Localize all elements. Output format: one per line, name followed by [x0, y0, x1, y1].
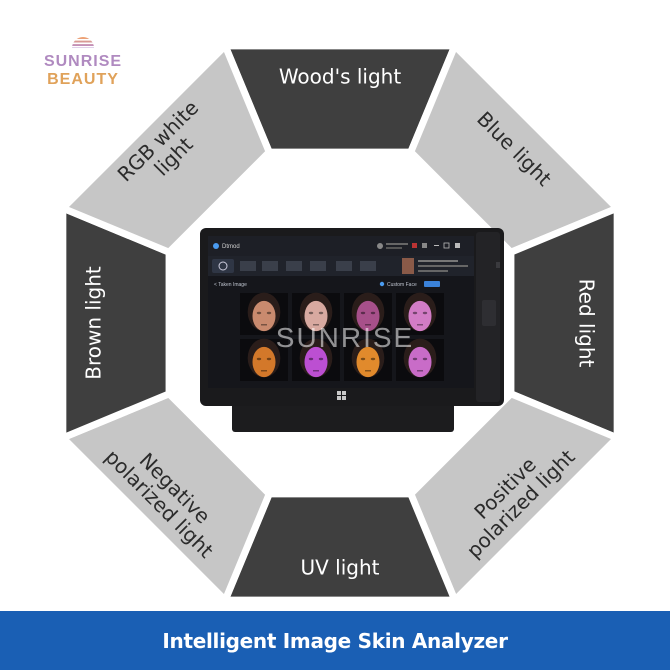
ring-label-0: Wood's light [279, 64, 402, 88]
footer-banner: Intelligent Image Skin Analyzer [0, 611, 670, 670]
face-thumbnail[interactable] [396, 338, 444, 381]
face-thumbnail[interactable] [344, 292, 392, 335]
face-thumbnail[interactable] [292, 292, 340, 335]
ring-label-line: UV light [300, 555, 379, 579]
ring-label-6: Brown light [81, 266, 105, 380]
device-stand [232, 398, 454, 432]
watermark-text: SUNRISE [275, 322, 415, 353]
face-thumbnail[interactable] [292, 338, 340, 381]
brand-line-1: SUNRISE [43, 53, 123, 70]
brand-line-2: BEAUTY [47, 71, 119, 88]
footer-title: Intelligent Image Skin Analyzer [162, 628, 508, 653]
face-thumbnail[interactable] [396, 292, 444, 335]
app-name: Dtmod [222, 244, 240, 250]
ring-label-2: Red light [575, 279, 599, 368]
face-thumbnail[interactable] [240, 338, 288, 381]
ring-segment-7 [56, 39, 274, 257]
brand-logo: SUNRISE BEAUTY [42, 30, 124, 89]
ring-label-line: Brown light [81, 266, 105, 380]
panel-title: < Taken Image [214, 282, 247, 288]
face-thumbnail[interactable] [240, 292, 288, 335]
ring-label-4: UV light [300, 555, 379, 579]
sunrise-logo-icon [72, 37, 94, 48]
ring-label-line: Wood's light [279, 64, 402, 88]
windows-logo-icon [337, 391, 346, 400]
custom-face-toggle-label: Custom Face [387, 282, 417, 288]
face-thumbnail[interactable] [344, 338, 392, 381]
ring-label-line: Red light [575, 279, 599, 368]
